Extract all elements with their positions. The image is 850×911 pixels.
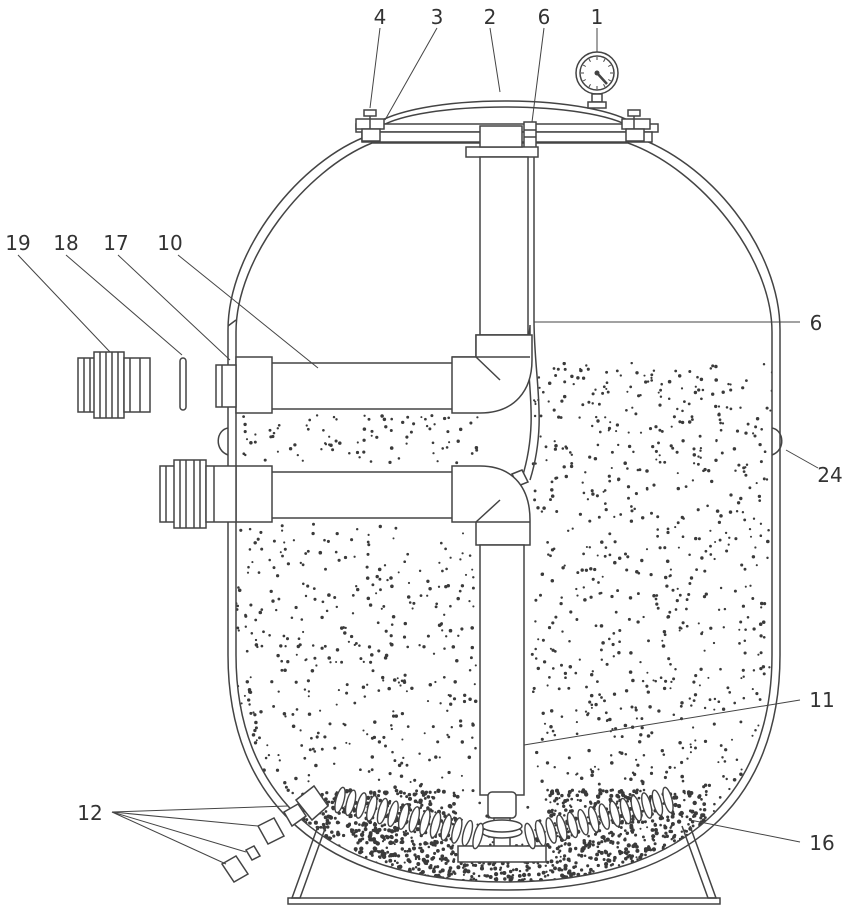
gauge-icon bbox=[575, 51, 619, 109]
lateral-hub bbox=[457, 791, 547, 863]
callout-24: 24 bbox=[817, 463, 842, 487]
leader-lines bbox=[17, 27, 819, 865]
callout-12: 12 bbox=[77, 801, 102, 825]
callout-17: 17 bbox=[103, 231, 128, 255]
callout-18: 18 bbox=[53, 231, 78, 255]
union-fitting-detached bbox=[77, 351, 151, 419]
tank-base-legs bbox=[287, 825, 721, 905]
side-handle bbox=[217, 427, 783, 456]
central-downpipe bbox=[479, 544, 525, 796]
lid-clamp-right bbox=[621, 109, 651, 142]
callout-3: 3 bbox=[431, 5, 444, 29]
callout-4: 4 bbox=[374, 5, 387, 29]
callout-labels: 1 2 3 4 6 6 10 17 18 19 11 16 24 12 bbox=[5, 5, 842, 855]
lateral-right bbox=[524, 786, 674, 850]
upper-distributor-pipe bbox=[465, 125, 539, 336]
lateral-left bbox=[334, 786, 484, 850]
inlet-pipe-lower bbox=[235, 465, 531, 546]
callout-11: 11 bbox=[809, 688, 834, 712]
callout-1: 1 bbox=[591, 5, 604, 29]
callout-16: 16 bbox=[809, 831, 834, 855]
upper-bulkhead-connector bbox=[215, 356, 273, 414]
inlet-pipe-upper bbox=[269, 324, 533, 414]
drain-fitting-set bbox=[220, 784, 330, 883]
union-fitting-installed bbox=[159, 459, 237, 529]
callout-6-top: 6 bbox=[538, 5, 551, 29]
seal-ring bbox=[179, 357, 187, 411]
callout-6-right: 6 bbox=[810, 311, 823, 335]
callout-19: 19 bbox=[5, 231, 30, 255]
callout-10: 10 bbox=[157, 231, 182, 255]
lid-clamp-left bbox=[355, 109, 385, 142]
callout-2: 2 bbox=[484, 5, 497, 29]
tank-vessel bbox=[227, 134, 781, 891]
